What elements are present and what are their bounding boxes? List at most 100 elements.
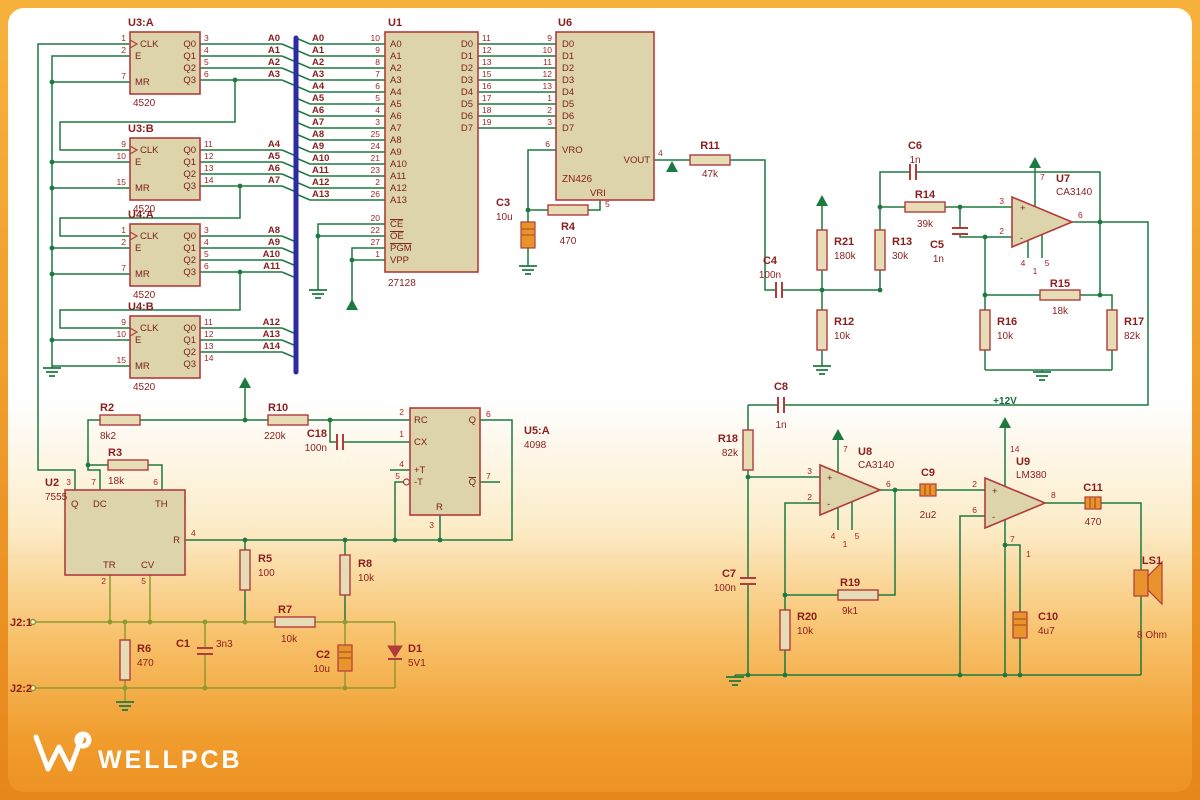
ground-symbol: [726, 676, 744, 686]
pin-number: 12: [204, 151, 214, 161]
junction-dots: [315, 233, 321, 239]
pin-number: 10: [371, 33, 381, 43]
ic-u3a-body: [129, 31, 201, 95]
pin-number: 27: [371, 237, 381, 247]
ic-pin-label: A7: [390, 123, 402, 134]
wire-bus-stubs-left: [281, 43, 297, 359]
ic-pin-label: D4: [461, 87, 473, 98]
capacitor-c11-stripes: [1089, 498, 1096, 508]
pin-number: 6: [886, 479, 891, 489]
ic-pin-label: VPP: [390, 255, 409, 266]
speaker-ls1-cone: [1147, 560, 1163, 606]
pin-number: 4: [204, 237, 209, 247]
pin-number: 15: [482, 69, 492, 79]
part-value: CA3140: [858, 460, 895, 471]
part-value: 100: [258, 568, 275, 579]
pin-number: 7: [121, 71, 126, 81]
net-label: A11: [312, 165, 330, 176]
junction-dots: [147, 619, 153, 625]
capacitor-c10-stripes: [1014, 618, 1026, 626]
pin-number: 13: [204, 163, 214, 173]
junction-dots: [349, 257, 355, 263]
wire-u8-power-pins: [837, 440, 853, 530]
components: [29, 31, 1163, 692]
part-ref: R10: [268, 402, 288, 414]
ic-pin-label: Q2: [183, 63, 196, 74]
resistor-r7-body: [274, 616, 316, 628]
part-ref: R6: [137, 643, 151, 655]
ic-pin-label: D6: [461, 111, 473, 122]
resistor-r2-body: [99, 414, 141, 426]
part-value: 4520: [133, 382, 156, 393]
part-value: 82k: [722, 448, 739, 459]
ic-pin-label: Q1: [183, 157, 196, 168]
pin-number: 3: [429, 520, 434, 530]
net-label: A4: [312, 81, 325, 92]
ic-pin-label: CLK: [140, 39, 159, 50]
net-label: A8: [268, 225, 280, 236]
part-value: CA3140: [1056, 187, 1093, 198]
pin-number: 2: [121, 45, 126, 55]
net-label: A3: [312, 69, 324, 80]
ground-symbol: [116, 701, 134, 711]
junction-dots: [202, 685, 208, 691]
junction-dots: [122, 685, 128, 691]
pin-number: 6: [972, 505, 977, 515]
connector-j2-2-pad: [29, 684, 37, 692]
ic-pin-label: Q0: [183, 231, 196, 242]
pin-number: 19: [482, 117, 492, 127]
pin-number: 21: [371, 153, 381, 163]
ic-pin-label: +: [827, 473, 833, 484]
resistor-r19-body: [837, 589, 879, 601]
junction-dots: [1017, 672, 1023, 678]
pin-number: 5: [204, 57, 209, 67]
part-value: 2u2: [920, 510, 937, 521]
capacitor-c18-plates: [336, 434, 344, 450]
pin-number: 26: [371, 189, 381, 199]
part-value: 7555: [45, 492, 68, 503]
pin-number: 11: [204, 139, 213, 149]
part-value: 1n: [775, 420, 786, 431]
part-ref: U9: [1016, 456, 1030, 468]
net-label: A8: [312, 129, 324, 140]
junction-dots: [819, 287, 825, 293]
pin-number: 6: [1078, 210, 1083, 220]
wire-clock-loop: [37, 43, 130, 490]
ic-pin-label: D6: [562, 111, 574, 122]
ic-pin-label: -: [992, 512, 995, 523]
part-ref: R5: [258, 553, 272, 565]
junction-dots: [782, 592, 788, 598]
resistor-r10-body: [267, 414, 309, 426]
ic-pin-label: Q2: [183, 347, 196, 358]
wire-u9-pins: [959, 428, 1021, 675]
ground-symbols: [43, 265, 1051, 711]
pin-number: 25: [371, 129, 381, 139]
brand-wordmark: WELLPCB: [98, 746, 243, 774]
net-label: A12: [312, 177, 329, 188]
resistor-r13-body: [874, 229, 886, 271]
net-label: A0: [312, 33, 324, 44]
pin-number: 7: [1040, 172, 1045, 182]
part-value: 4520: [133, 290, 156, 301]
pin-number: 5: [141, 576, 146, 586]
part-ref: R19: [840, 577, 860, 589]
pin-number: 13: [204, 341, 214, 351]
pin-number: 22: [371, 225, 381, 235]
pin-number: 14: [204, 353, 214, 363]
part-ref: R11: [700, 140, 720, 152]
part-ref: C5: [930, 239, 944, 251]
junction-dots: [122, 619, 128, 625]
ic-pin-label: OE: [390, 231, 404, 242]
wellpcb-logo-icon: [33, 734, 85, 772]
part-ref: C7: [722, 568, 736, 580]
ic-pin-label: A6: [390, 111, 402, 122]
ic-pin-label: CV: [141, 560, 155, 571]
ic-u6-body: [555, 31, 655, 201]
ic-pin-label: A13: [390, 195, 407, 206]
part-ref: U2: [45, 477, 59, 489]
pin-number: 15: [117, 177, 127, 187]
part-ref: D1: [408, 643, 422, 655]
pin-number: 14: [204, 175, 214, 185]
ic-pin-label: MR: [135, 269, 150, 280]
